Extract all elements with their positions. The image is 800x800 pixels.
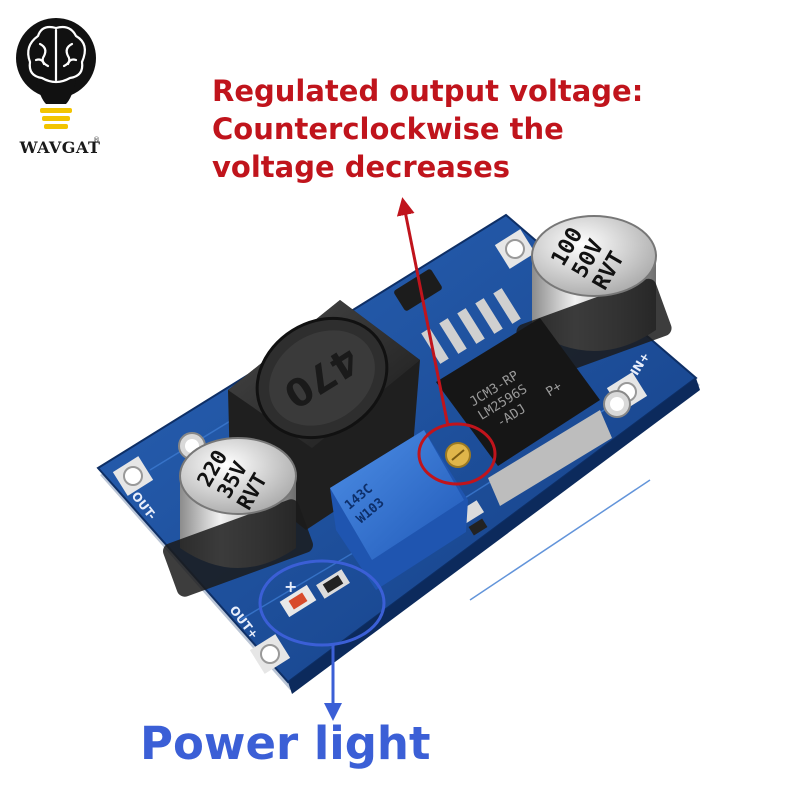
capacitor-large: 100 50V RVT [516, 215, 672, 382]
voltage-callout-line-3: voltage decreases [212, 150, 511, 184]
voltage-callout-line-2: Counterclockwise the [212, 112, 564, 146]
voltage-callout-line-1: Regulated output voltage: [212, 74, 644, 108]
voltage-callout-arrow [396, 197, 450, 427]
power-light-callout-ellipse [258, 559, 386, 647]
brand-name: WAVGAT [19, 138, 101, 157]
potentiometer: 143C W103 [330, 430, 471, 590]
voltage-callout-ellipse [417, 422, 497, 486]
voltage-callout-text: Regulated output voltage: Counterclockwi… [212, 72, 772, 186]
power-led [279, 569, 350, 618]
brain-bulb-logo-icon [16, 18, 96, 129]
registered-mark: ® [93, 136, 100, 144]
pin-label-plus: + [284, 577, 297, 596]
power-light-callout-text: Power light [140, 717, 431, 770]
chip-line-4: P+ [544, 379, 565, 400]
capacitor-small: 220 35V RVT [163, 437, 313, 597]
